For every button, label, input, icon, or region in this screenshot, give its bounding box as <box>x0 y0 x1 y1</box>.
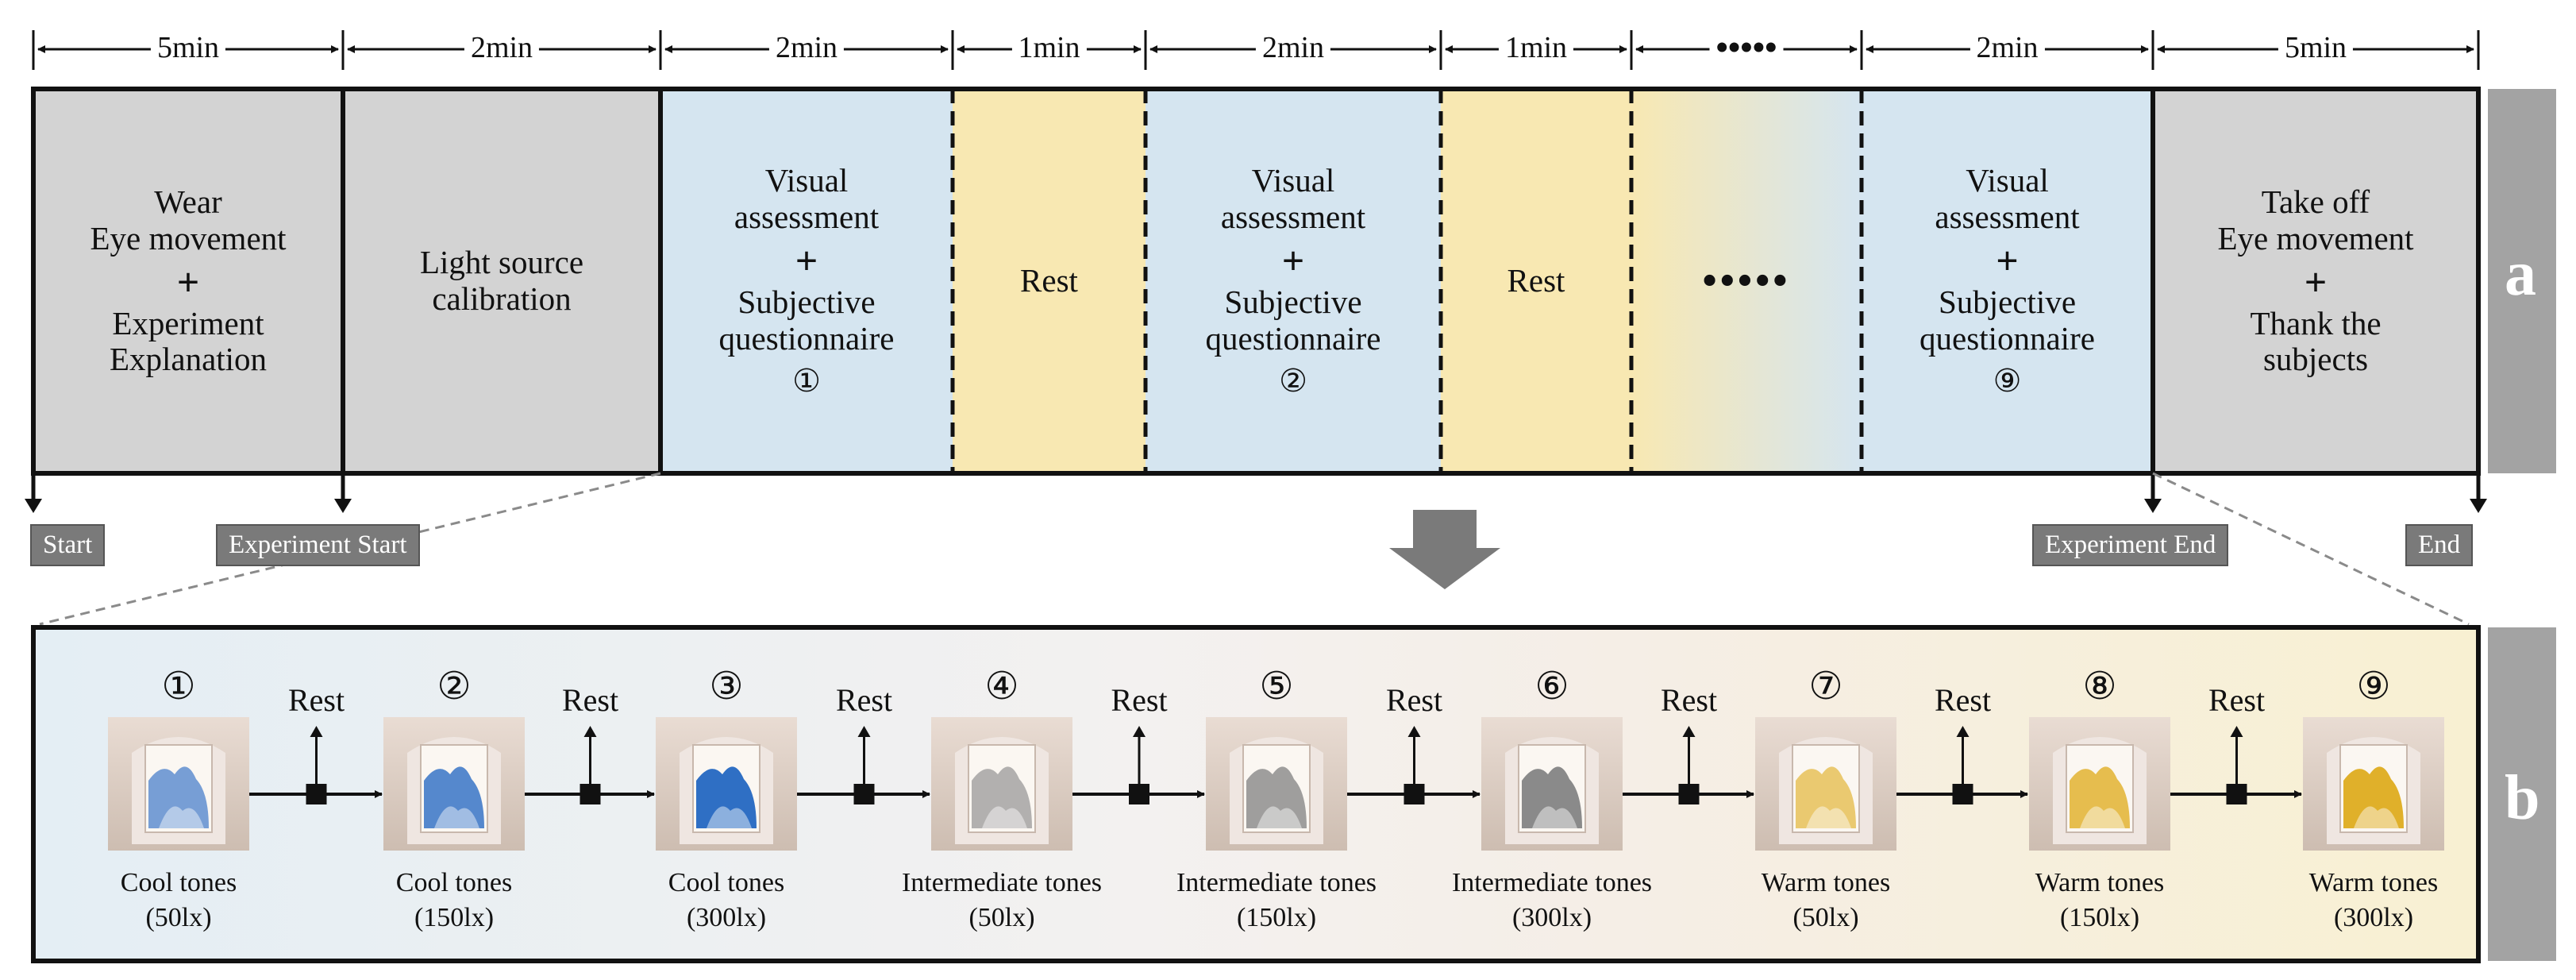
phase-block-9 <box>2153 89 2478 473</box>
phase-block-8 <box>1862 89 2153 473</box>
rest-node <box>1404 784 1425 804</box>
milestone-arrowhead <box>25 499 42 513</box>
rest-up-arrowhead <box>2230 726 2243 737</box>
painting-highlight <box>434 806 479 828</box>
zoom-line-right <box>2152 472 2470 626</box>
painting-mountain <box>1796 766 1856 828</box>
phase-block-5 <box>1146 89 1441 473</box>
phase-block-7 <box>1631 89 1862 473</box>
panel-b-side-bar <box>2488 627 2556 961</box>
painting-highlight <box>1257 806 1302 828</box>
painting-highlight <box>1532 806 1577 828</box>
milestone-arrowhead <box>334 499 352 513</box>
painting-mountain <box>424 766 484 828</box>
painting-highlight <box>159 806 204 828</box>
rest-node <box>1129 784 1149 804</box>
painting-highlight <box>982 806 1027 828</box>
painting-mountain <box>148 766 209 828</box>
painting-mountain <box>1246 766 1307 828</box>
painting-mountain <box>2343 766 2404 828</box>
painting-highlight <box>2080 806 2125 828</box>
painting-mountain <box>972 766 1032 828</box>
phase-block-1 <box>33 89 343 473</box>
panel-a-side-bar <box>2488 89 2556 473</box>
rest-node <box>306 784 327 804</box>
rest-node <box>1952 784 1973 804</box>
timeline-frame <box>31 87 2481 476</box>
milestone-arrowhead <box>2144 499 2162 513</box>
rest-node <box>853 784 875 804</box>
painting-highlight <box>2354 806 2399 828</box>
rest-up-arrowhead <box>583 726 597 737</box>
rest-up-arrowhead <box>1133 726 1146 737</box>
rest-up-arrowhead <box>1956 726 1970 737</box>
rest-node <box>580 784 601 804</box>
rest-up-arrowhead <box>1682 726 1696 737</box>
transition-arrow <box>1389 510 1500 589</box>
rest-node <box>1678 784 1700 804</box>
milestone-arrowhead <box>2470 499 2487 513</box>
rest-up-arrowhead <box>1407 726 1421 737</box>
painting-mountain <box>2070 766 2130 828</box>
phase-block-2 <box>343 89 660 473</box>
zoom-line-left <box>39 472 661 626</box>
rest-node <box>2226 784 2247 804</box>
painting-mountain <box>696 766 757 828</box>
phase-block-4 <box>953 89 1146 473</box>
phase-block-6 <box>1441 89 1631 473</box>
painting-mountain <box>1522 766 1582 828</box>
rest-up-arrowhead <box>310 726 323 737</box>
phase-block-3 <box>660 89 953 473</box>
rest-up-arrowhead <box>857 726 871 737</box>
painting-highlight <box>707 806 752 828</box>
painting-highlight <box>1806 806 1851 828</box>
